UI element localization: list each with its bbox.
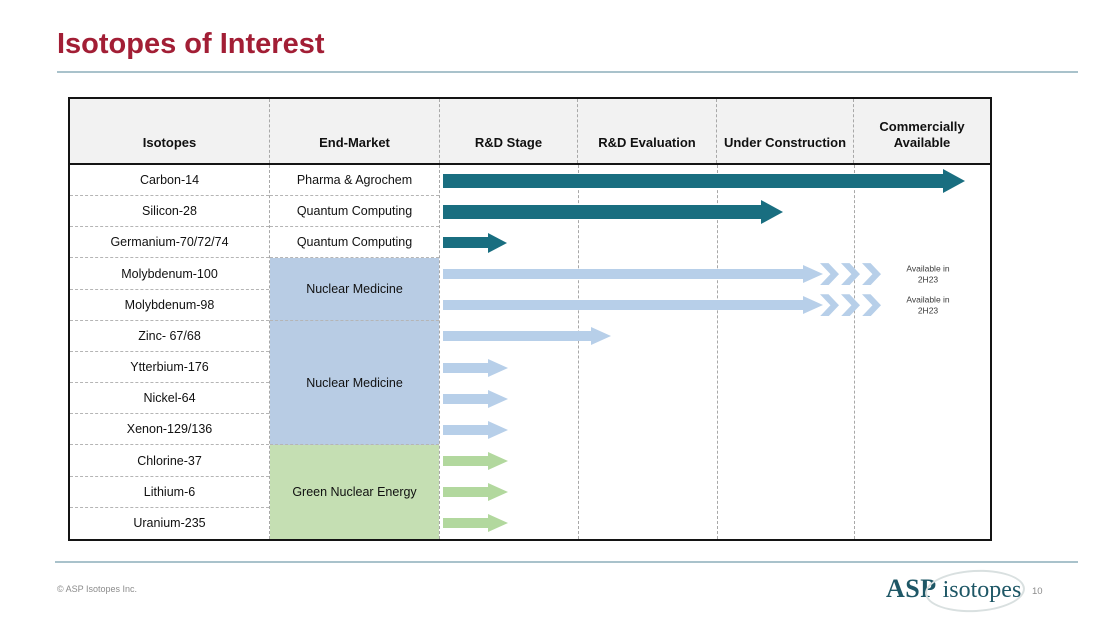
availability-note: Available in 2H23 (906, 294, 950, 315)
column-header-end-market: End-Market (270, 99, 440, 163)
timeline-arrow (443, 514, 508, 533)
timeline-arrow (443, 232, 507, 253)
timeline-arrow (443, 358, 508, 377)
column-header-under-construction: Under Construction (717, 99, 854, 163)
isotope-cell: Germanium-70/72/74 (70, 227, 269, 259)
page-title: Isotopes of Interest (57, 28, 325, 60)
end-market-column: Pharma & Agrochem Quantum Computing Quan… (270, 165, 440, 539)
end-market-cell: Quantum Computing (270, 196, 439, 228)
timeline-arrow (443, 452, 508, 471)
isotope-cell: Uranium-235 (133, 516, 206, 531)
logo-asp-text: ASP (886, 574, 937, 603)
isotopes-table: Isotopes End-Market R&D Stage R&D Evalua… (68, 97, 992, 541)
isotope-cell: Carbon-14 (70, 165, 269, 197)
isotope-cell: Silicon-28 (70, 196, 269, 228)
timeline-arrow (443, 327, 611, 346)
timeline-arrow (443, 420, 508, 439)
logo-isotopes-text: isotopes (942, 577, 1022, 603)
end-market-cell: Nuclear Medicine (270, 320, 439, 446)
copyright-text: © ASP Isotopes Inc. (57, 584, 138, 594)
end-market-cell: Quantum Computing (270, 227, 439, 259)
table-body: Carbon-14 Silicon-28 Germanium-70/72/74 … (70, 165, 990, 539)
column-divider (578, 165, 579, 539)
timeline-arrow (443, 389, 508, 408)
column-header-commercially-available: Commercially Available (879, 118, 965, 150)
isotope-cell: Xenon-129/136 (70, 414, 269, 446)
table-header-row: Isotopes End-Market R&D Stage R&D Evalua… (70, 99, 990, 165)
timeline-arrow (443, 168, 965, 193)
isotope-cell: Ytterbium-176 (70, 352, 269, 384)
isotope-cell: Chlorine-37 (70, 445, 269, 477)
isotope-cell: Molybdenum-100 (70, 258, 269, 290)
column-header-isotopes: Isotopes (70, 99, 270, 163)
column-header-rd-stage: R&D Stage (440, 99, 578, 163)
column-divider (717, 165, 718, 539)
column-divider (854, 165, 855, 539)
timeline-arrow (443, 483, 508, 502)
isotope-cell: Nickel-64 (70, 383, 269, 415)
end-market-cell: Green Nuclear Energy (270, 445, 439, 539)
isotope-cell: Zinc- 67/68 (70, 321, 269, 352)
end-market-cell: Nuclear Medicine (270, 258, 439, 321)
title-divider (57, 71, 1078, 73)
availability-note: Available in 2H23 (906, 263, 950, 284)
timeline-arrow (443, 296, 823, 315)
isotope-cell: Lithium-6 (70, 477, 269, 508)
end-market-cell: Pharma & Agrochem (270, 165, 439, 197)
isotopes-column: Carbon-14 Silicon-28 Germanium-70/72/74 … (70, 165, 270, 539)
timeline-arrow (443, 199, 783, 224)
page-number: 10 (1032, 586, 1043, 597)
stage-timeline-area: Available in 2H23 Available in 2H23 (440, 165, 990, 539)
column-header-rd-evaluation: R&D Evaluation (578, 99, 717, 163)
footer-divider (55, 561, 1078, 563)
timeline-arrow (443, 265, 823, 284)
isotope-cell: Molybdenum-98 (70, 290, 269, 321)
